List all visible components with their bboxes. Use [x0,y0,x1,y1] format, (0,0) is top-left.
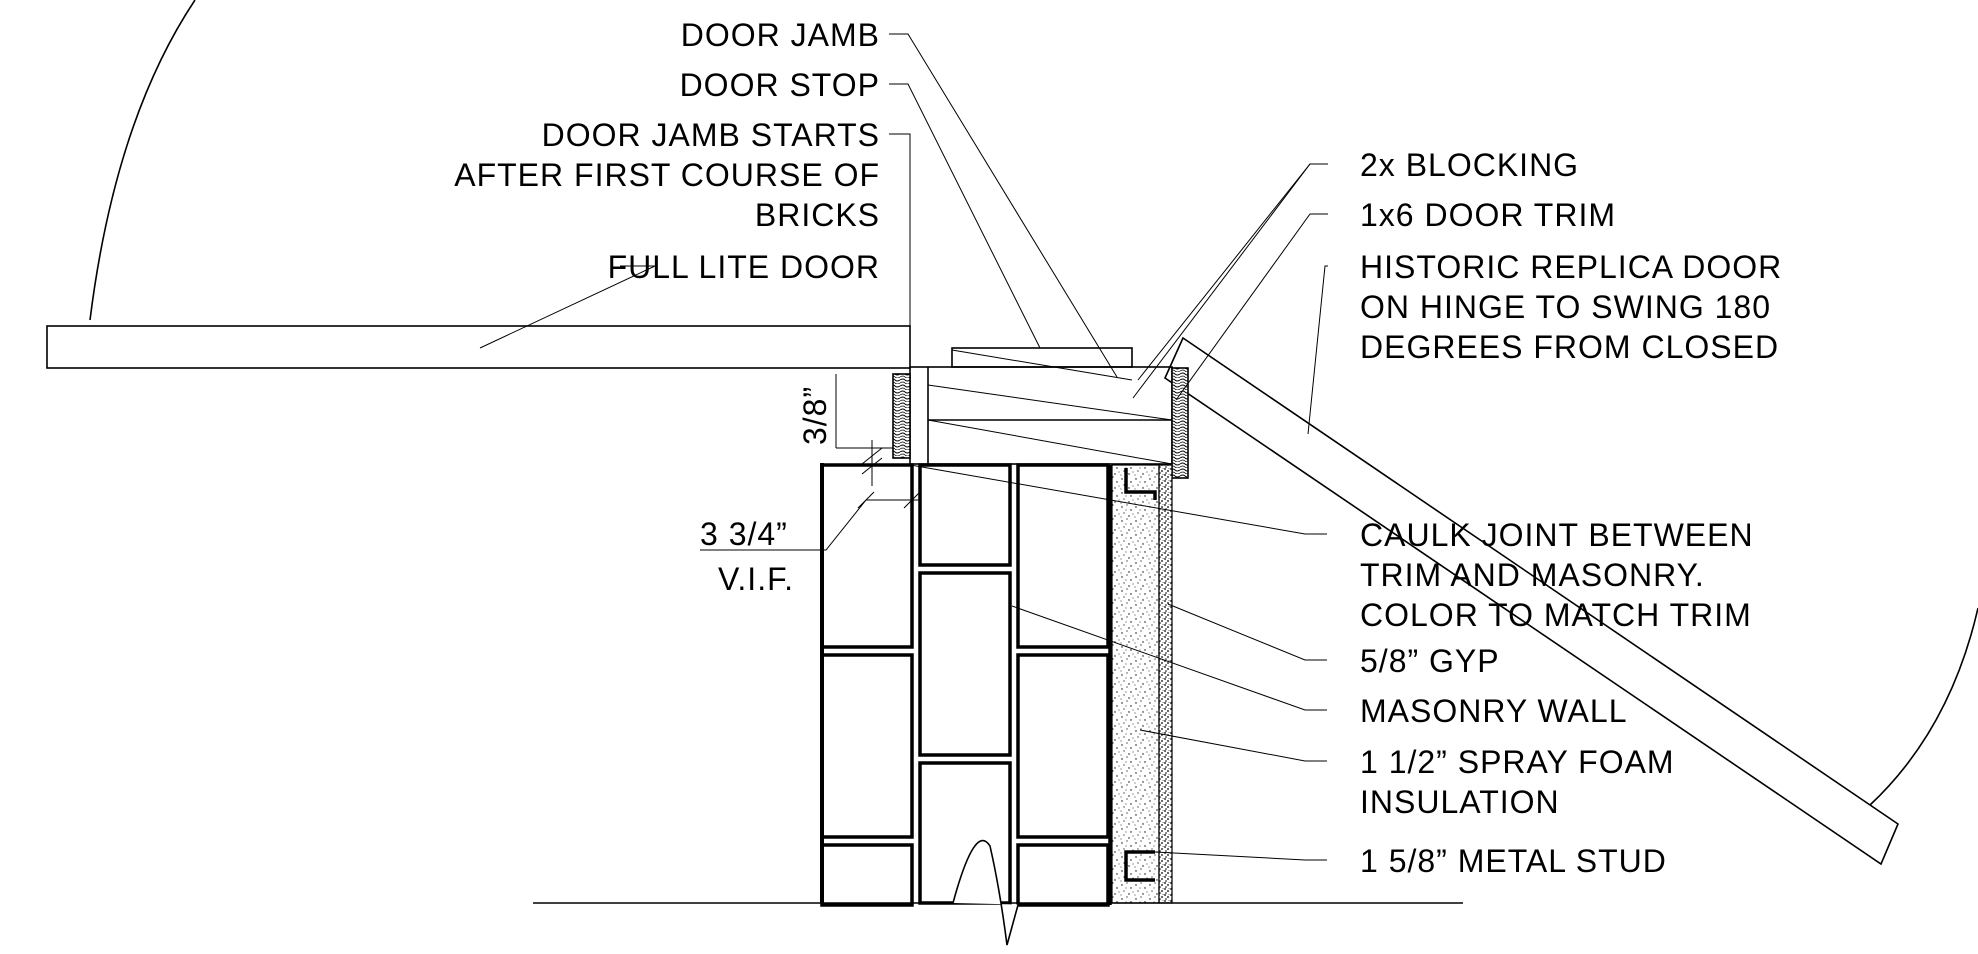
interior-trim [892,373,911,459]
label-jamb-starts-1: DOOR JAMB STARTS [542,117,880,153]
metal-stud [1124,850,1155,882]
label-caulk-1: CAULK JOINT BETWEEN [1360,517,1754,553]
dimension-vif-label: V.I.F. [718,561,794,597]
dimension-depth-label: 3 3/4” [700,516,788,552]
label-historic-1: HISTORIC REPLICA DOOR [1360,249,1782,285]
door-swing-arc-right [1869,607,1978,806]
door-swing-arc-left [89,0,196,321]
label-stud: 1 5/8” METAL STUD [1360,843,1667,879]
full-lite-door [46,325,911,369]
label-caulk-2: TRIM AND MASONRY. [1360,557,1705,593]
historic-replica-door [1163,336,1899,866]
label-door-stop: DOOR STOP [680,67,880,103]
label-historic-2: ON HINGE TO SWING 180 [1360,289,1771,325]
label-historic-3: DEGREES FROM CLOSED [1360,329,1779,365]
break-line [952,839,1040,946]
gypsum-board [1158,464,1173,904]
masonry-wall [820,463,1112,907]
label-blocking: 2x BLOCKING [1360,147,1579,183]
dimension-depth: 3 3/4” V.I.F. [700,491,921,597]
spray-foam-insulation [1111,464,1160,904]
dimension-gap-label: 3/8” [797,386,833,445]
dimension-gap: 3/8” [797,374,893,486]
label-jamb-starts-3: BRICKS [755,197,880,233]
label-door-jamb: DOOR JAMB [681,17,880,53]
metal-stud-top [1124,468,1157,500]
door-jamb [909,366,1173,465]
label-jamb-starts-2: AFTER FIRST COURSE OF [454,157,880,193]
label-gyp: 5/8” GYP [1360,643,1500,679]
label-foam-1: 1 1/2” SPRAY FOAM [1360,744,1675,780]
label-full-lite-door: FULL LITE DOOR [608,249,880,285]
label-caulk-3: COLOR TO MATCH TRIM [1360,597,1752,633]
door-trim [1171,367,1189,479]
label-foam-2: INSULATION [1360,784,1560,820]
label-door-trim: 1x6 DOOR TRIM [1360,197,1616,233]
label-masonry: MASONRY WALL [1360,693,1627,729]
